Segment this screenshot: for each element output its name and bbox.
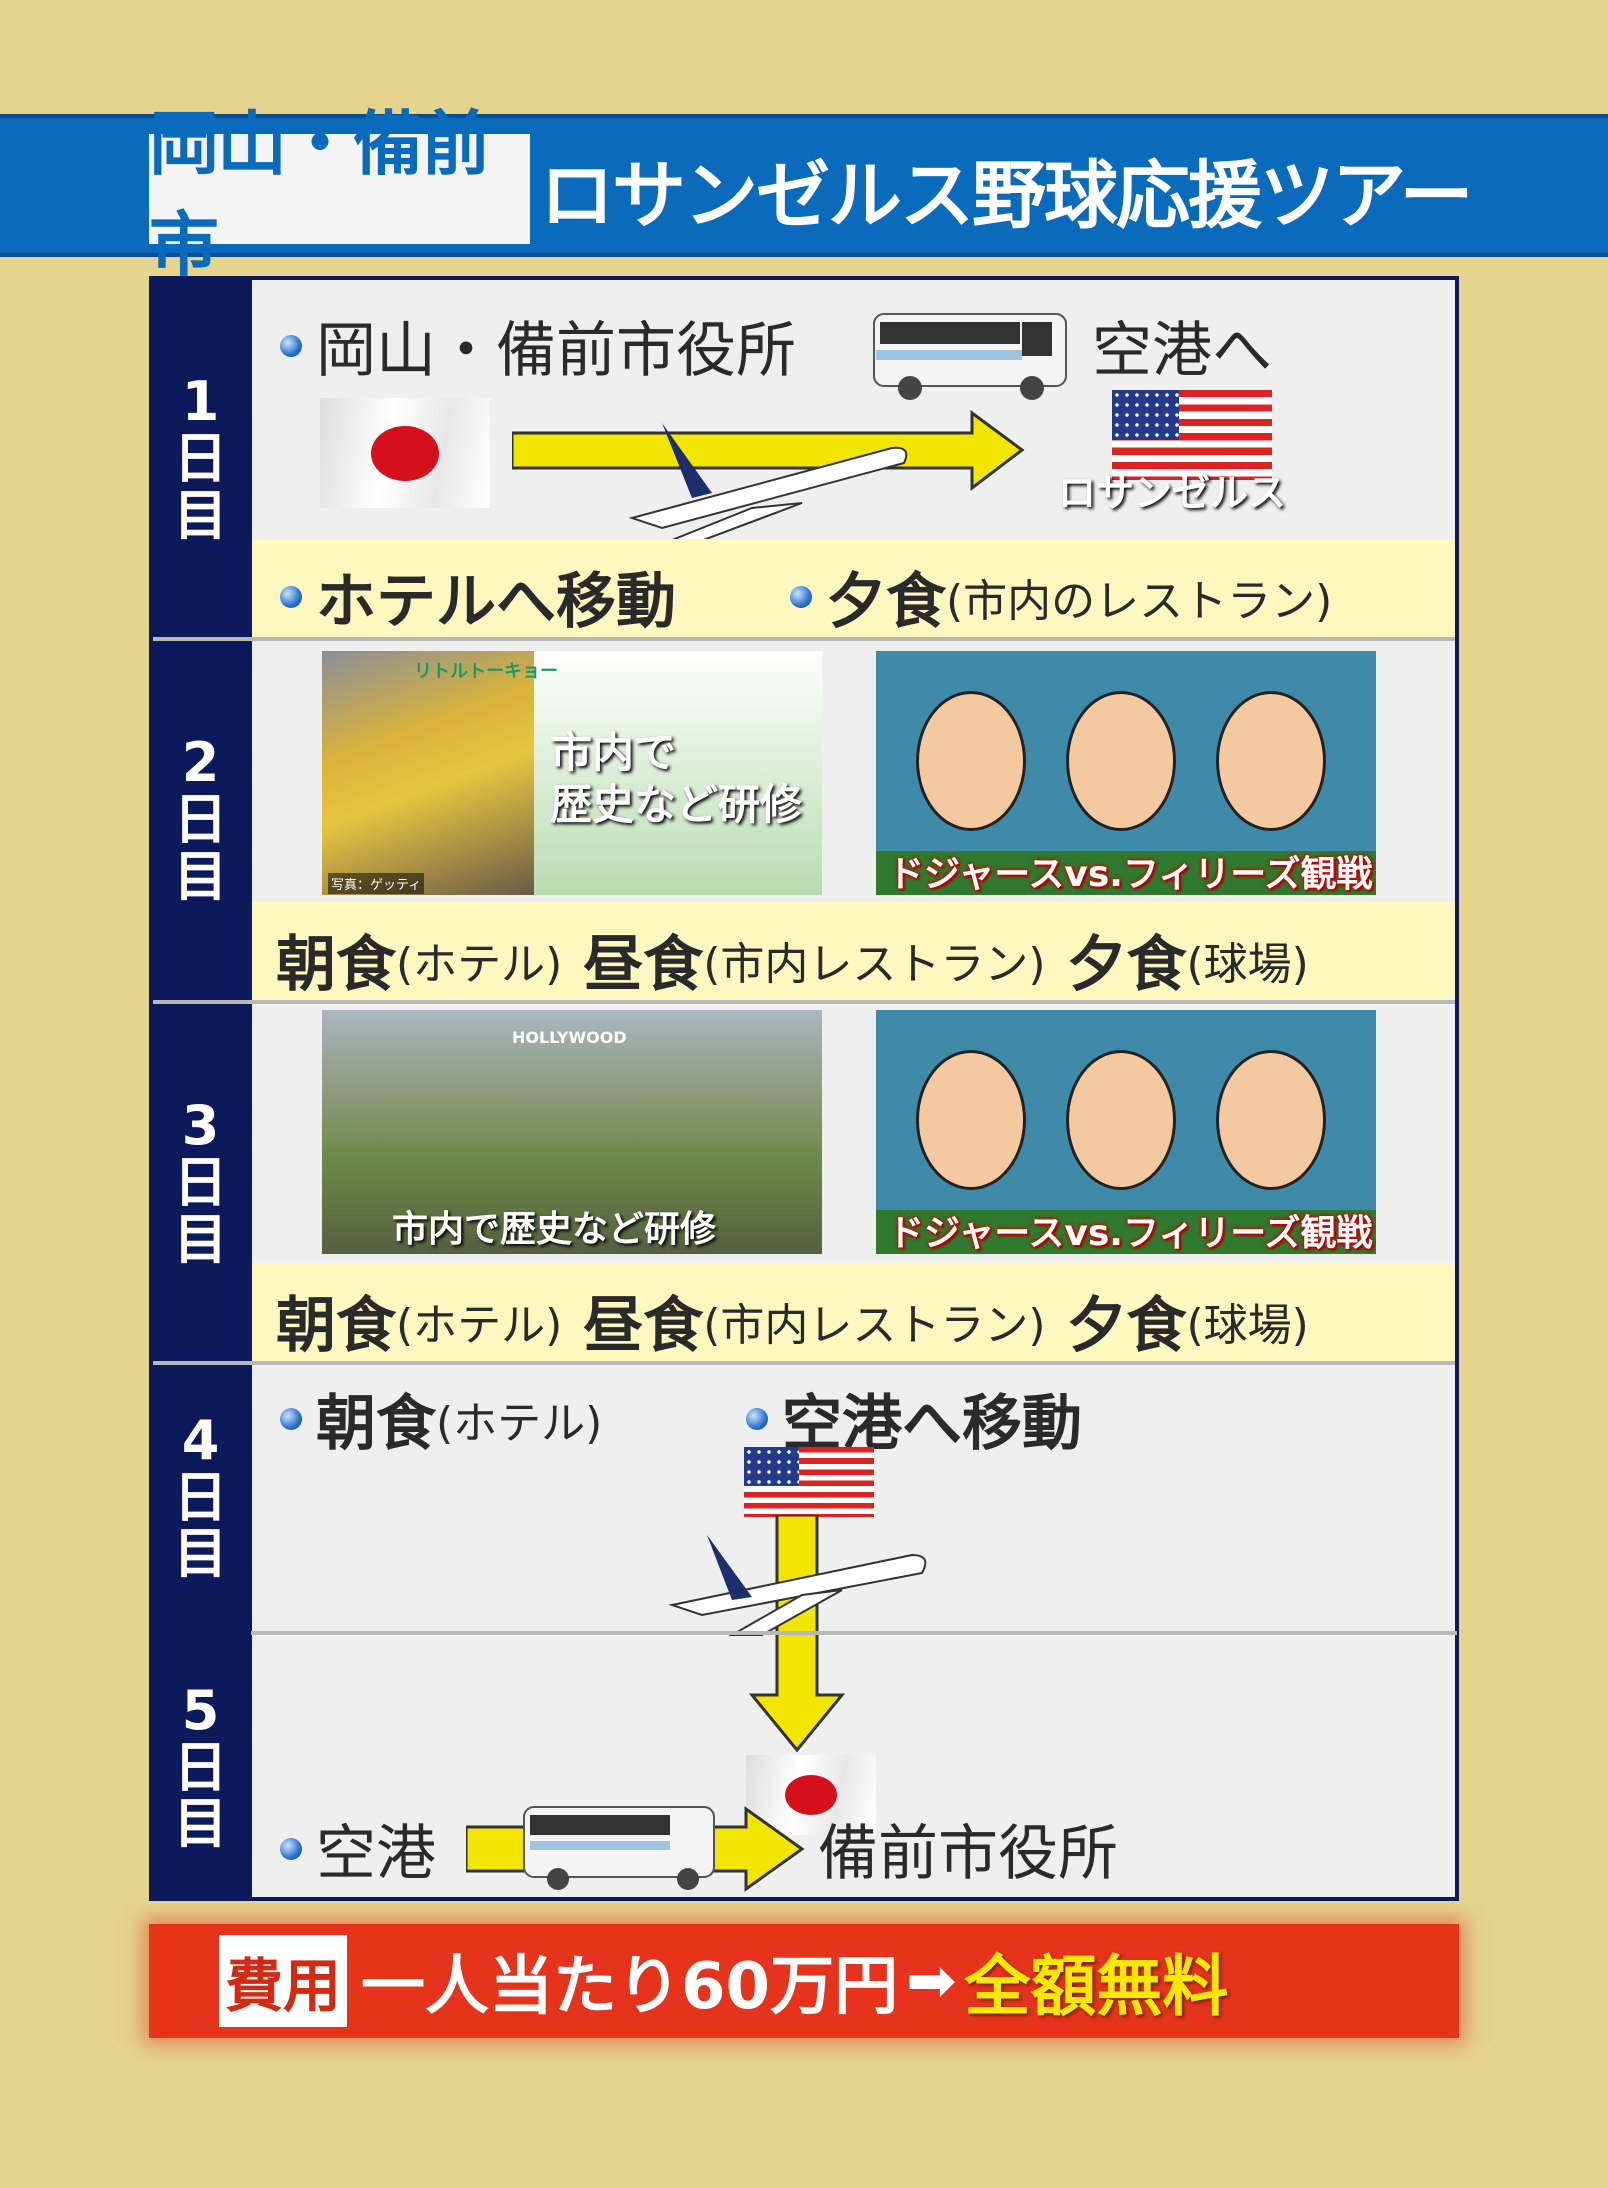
activity-hotel: ホテルへ移動 [280,553,676,640]
meal-text: 夕食 [826,567,946,637]
divider [153,1361,1455,1365]
meal-text: 夕食 [1066,930,1187,1000]
airplane-icon [668,1535,927,1636]
photo-sign: リトルトーキョー [414,661,558,682]
day-2-row: リトルトーキョー 写真：ゲッティ 市内で 歴史など研修 ドジャースvs.フィリー… [252,641,1455,1000]
photo-credit: 写真：ゲッティ [328,873,425,894]
day-number: 3 [181,1094,220,1158]
day-char: 日 [173,788,228,852]
day4-breakfast: 朝食(ホテル) [280,1375,602,1462]
bus-icon [523,1806,715,1890]
baseball-game-illustration: ドジャースvs.フィリーズ観戦 [876,1010,1376,1254]
from-text: 空港 [316,1819,436,1889]
day-char: 目 [173,1522,228,1586]
title-tag: 岡山・備前市 [149,103,530,286]
meal-text: 昼食 [583,930,704,1000]
title-bar: 岡山・備前市 ロサンゼルス野球応援ツアー [0,103,1608,286]
day-number: 1 [181,370,220,434]
meal-list: 朝食(ホテル) 昼食(市内レストラン) 夕食(球場) [276,916,1309,1003]
day-char: 日 [173,427,228,491]
bus-icon [873,313,1067,400]
bullet-icon [280,585,302,608]
hollywood-photo: HOLLYWOOD 市内で歴史など研修 [322,1010,822,1254]
day-char: 目 [173,844,228,908]
photo-sign: HOLLYWOOD [512,1028,627,1047]
day-1-row: 岡山・備前市役所 空港へ ロサンゼルス ホテルへ移動 夕食(市内のレストラン) [252,280,1455,639]
day1-departure: 岡山・備前市役所 [280,302,796,389]
day3-meals: 朝食(ホテル) 昼食(市内レストラン) 夕食(球場) [252,1263,1455,1361]
day1-to-airport: 空港へ [1092,316,1272,386]
bullet-icon [790,585,812,608]
bullet-icon [746,1407,768,1430]
divider [153,1000,1455,1004]
baseball-game-illustration: ドジャースvs.フィリーズ観戦 [876,651,1376,895]
meal-text: 昼食 [583,1291,704,1361]
meal-place: (球場) [1186,1299,1309,1351]
usa-flag-icon [744,1447,874,1517]
day5-to: 備前市役所 [818,1819,1118,1889]
day-char: 目 [173,1792,228,1856]
day-number: 5 [181,1678,220,1742]
meal-place: (球場) [1186,938,1309,990]
day-char: 日 [173,1151,228,1215]
game-caption: ドジャースvs.フィリーズ観戦 [888,854,1373,895]
cost-free: 全額無料 [964,1948,1229,2025]
little-tokyo-photo [322,651,534,895]
meal-place: (ホテル) [396,938,563,990]
history-study-photo: リトルトーキョー 写真：ゲッティ 市内で 歴史など研修 [322,651,822,895]
page-title: ロサンゼルス野球応援ツアー [540,152,1474,239]
return-flight-arrow-icon [668,1515,927,1753]
usa-flag-icon [1112,390,1272,480]
meal-text: 朝食 [276,1291,396,1361]
divider [251,1631,1457,1635]
day5-from: 空港 [280,1805,436,1892]
day-char: 目 [173,1207,228,1271]
day-number: 2 [181,731,220,795]
airplane-icon [628,423,908,548]
game-caption: ドジャースvs.フィリーズ観戦 [888,1213,1373,1254]
meal-place: (市内のレストラン) [946,575,1333,627]
meal-text: 朝食 [276,930,396,1000]
day2-meals: 朝食(ホテル) 昼食(市内レストラン) 夕食(球場) [252,902,1455,1000]
cost-amount: 一人当たり60万円 [361,1950,899,2024]
cost-tag: 費用 [219,1935,348,2027]
meal-text: 夕食 [1066,1291,1187,1361]
divider [153,637,1455,641]
photo-caption: 市内で歴史など研修 [392,1209,717,1250]
bullet-icon [280,1837,302,1860]
day-4-5-row: 朝食(ホテル) 空港へ移動 空港 備前市役所 [251,1365,1457,1897]
activity-dinner: 夕食(市内のレストラン) [790,553,1332,640]
destination-label: ロサンゼルス [1058,471,1287,515]
bullet-icon [280,1407,302,1430]
day1-activities: ホテルへ移動 夕食(市内のレストラン) [252,539,1455,639]
day-3-row: HOLLYWOOD 市内で歴史など研修 ドジャースvs.フィリーズ観戦 朝食(ホ… [252,1004,1455,1361]
cost-banner: 費用 一人当たり60万円 ➡ 全額無料 [149,1924,1459,2038]
photo-caption: 市内で [550,728,677,777]
japan-flag-icon [320,398,490,508]
arrow-right-icon: ➡ [906,1946,957,2016]
meal-list: 朝食(ホテル) 昼食(市内レストラン) 夕食(球場) [276,1277,1309,1364]
bullet-icon [280,334,302,357]
day-number: 4 [181,1408,220,1472]
meal-place: (ホテル) [436,1397,603,1449]
photo-caption: 歴史など研修 [550,780,803,829]
day-char: 日 [173,1735,228,1799]
japan-flag-icon [746,1755,876,1835]
bus-arrow-icon [466,1806,805,1892]
meal-place: (市内レストラン) [703,938,1046,990]
departure-text: 岡山・備前市役所 [316,316,796,386]
meal-text: 朝食 [316,1389,436,1459]
activity-text: ホテルへ移動 [316,567,676,637]
day-char: 日 [173,1465,228,1529]
day-char: 目 [173,483,228,547]
meal-place: (市内レストラン) [703,1299,1046,1351]
meal-place: (ホテル) [396,1299,563,1351]
flight-arrow-icon [512,410,1025,548]
